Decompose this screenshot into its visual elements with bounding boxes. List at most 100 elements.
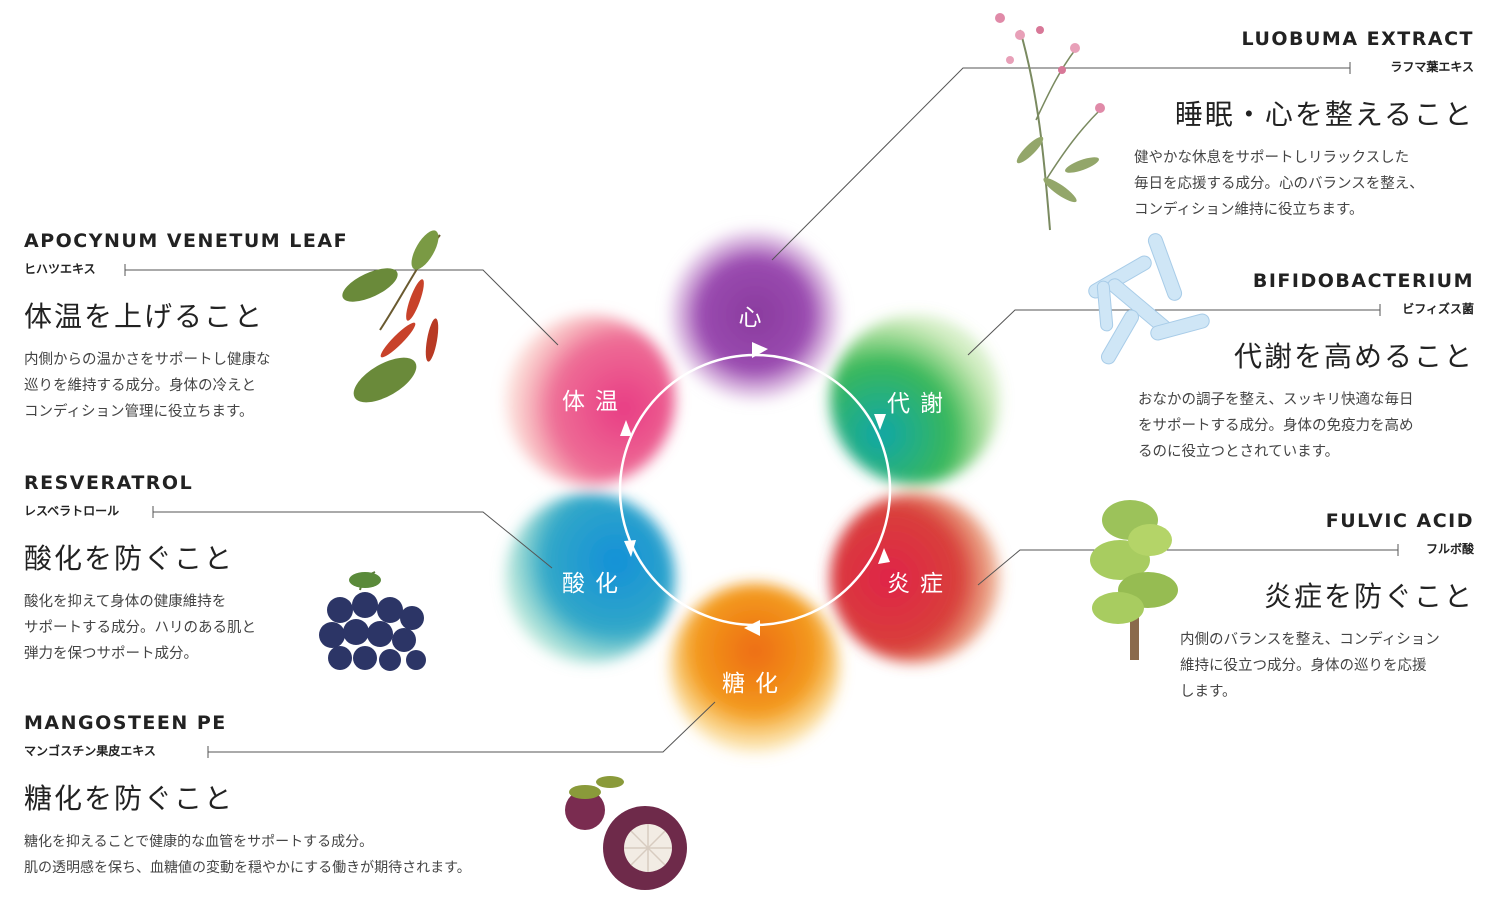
long-pepper-icon [342, 230, 441, 403]
ingredient-heading: 睡眠・心を整えること [1174, 98, 1474, 131]
grape [406, 650, 426, 670]
ingredient-description: 健やかな休息をサポートしリラックスした 毎日を応援する成分。心のバランスを整え、… [1134, 150, 1424, 218]
ingredient-apocynum: APOCYNUM VENETUM LEAF ヒハツエキス 体温を上げること 内側… [24, 230, 354, 425]
ingredient-name-jp: レスベラトロール [24, 504, 120, 518]
ingredient-description: 酸化を抑えて身体の健康維持を サポートする成分。ハリのある肌と 弾力を保つサポー… [24, 594, 256, 662]
ingredient-name-en: MANGOSTEEN PE [24, 712, 227, 734]
flower-bud [1015, 30, 1025, 40]
arrow-head [620, 420, 632, 436]
ingredient-name-en: BIFIDOBACTERIUM [1252, 270, 1474, 292]
grape [379, 649, 401, 671]
ingredient-name-en: LUOBUMA EXTRACT [1241, 28, 1474, 50]
arrow-head [752, 342, 768, 358]
circle-taisha [830, 315, 1000, 485]
bacterium-body [1147, 233, 1183, 301]
ingredient-name-en: APOCYNUM VENETUM LEAF [24, 230, 349, 252]
ingredient-fulvic: FULVIC ACID フルボ酸 炎症を防ぐこと 内側のバランスを整え、コンディ… [1154, 510, 1474, 705]
tree-foliage [1092, 592, 1144, 624]
grape [327, 597, 353, 623]
grape [367, 621, 393, 647]
ingredient-heading: 糖化を防ぐこと [24, 782, 235, 815]
pepper-leaf [411, 230, 439, 270]
ingredient-name-jp: ラフマ葉エキス [1390, 60, 1474, 74]
pepper-spike [425, 318, 439, 362]
leader-mangosteen [208, 701, 716, 753]
ingredient-bifido: BIFIDOBACTERIUM ビフィズス菌 代謝を高めること おなかの調子を整… [1114, 270, 1474, 465]
pepper-spike [406, 279, 424, 321]
grape-leaf [349, 572, 381, 588]
ingredient-name-jp: ヒハツエキス [24, 262, 96, 276]
ingredient-name-jp: フルボ酸 [1425, 542, 1474, 556]
pepper-leaf [353, 357, 417, 403]
flower-stem [1035, 49, 1076, 121]
grape [343, 619, 369, 645]
grape [353, 646, 377, 670]
ingredient-name-en: RESVERATROL [24, 472, 194, 494]
grapes-icon [319, 571, 426, 671]
arrow-head [878, 548, 890, 564]
bacterium-body [1150, 313, 1210, 341]
arrow-head [624, 540, 636, 557]
circle-ensho [830, 493, 1000, 663]
tree-foliage [1128, 524, 1172, 556]
pepper-leaf [342, 268, 398, 302]
flower-bud [1036, 26, 1044, 34]
ingredient-description: 糖化を抑えることで健康的な血管をサポートする成分。 肌の透明感を保ち、血糖値の変… [24, 834, 471, 876]
arrow-head [874, 414, 886, 430]
leader-resveratrol [153, 511, 553, 569]
flower-bud [995, 13, 1005, 23]
luobuma-flower-icon [995, 13, 1105, 231]
circle-label-kokoro: 心 [738, 305, 772, 331]
leader-apocynum [125, 269, 559, 346]
ingredient-mangosteen: MANGOSTEEN PE マンゴスチン果皮エキス 糖化を防ぐこと 糖化を抑える… [24, 712, 564, 881]
ingredient-description: 内側からの温かさをサポートし健康な 巡りを維持する成分。身体の冷えと コンディシ… [24, 352, 271, 420]
leader-bifido [967, 309, 1380, 356]
flower-stem [1019, 29, 1051, 231]
ingredient-description: おなかの調子を整え、スッキリ快適な毎日 をサポートする成分。身体の免疫力を高め … [1138, 392, 1414, 460]
grape [377, 597, 403, 623]
grape [328, 646, 352, 670]
circle-kokoro [670, 230, 840, 400]
ingredient-luobuma: LUOBUMA EXTRACT ラフマ葉エキス 睡眠・心を整えること 健やかな休… [1054, 28, 1474, 223]
circle-touka [670, 583, 840, 753]
circle-sanka [505, 493, 675, 663]
bacterium-body [1101, 309, 1139, 365]
flower-leaf [1064, 157, 1100, 173]
arrow-head [744, 620, 760, 636]
bacterium-body [1096, 280, 1114, 332]
ingredient-name-jp: マンゴスチン果皮エキス [24, 744, 156, 758]
flower-bud [1006, 56, 1014, 64]
leader-luobuma [771, 67, 1350, 261]
circle-label-sanka: 酸化 [562, 571, 628, 597]
fulvic-tree-icon [1090, 500, 1178, 660]
circle-label-ensho: 炎症 [887, 571, 953, 597]
circle-taion [505, 315, 675, 485]
mangosteen-icon [565, 776, 687, 890]
flower-bud [1070, 43, 1080, 53]
ingredient-heading: 酸化を防ぐこと [24, 542, 235, 575]
leader-fulvic [977, 549, 1398, 586]
ingredient-resveratrol: RESVERATROL レスベラトロール 酸化を防ぐこと 酸化を抑えて身体の健康… [24, 472, 324, 667]
cycle-arrows [620, 342, 890, 636]
leader-lines [124, 62, 1399, 758]
flower-stem [1045, 109, 1101, 181]
flower-bud [1058, 66, 1066, 74]
ingredient-heading: 炎症を防ぐこと [1263, 580, 1474, 613]
ingredient-description: 内側のバランスを整え、コンディション 維持に役立つ成分。身体の巡りを応援 します… [1180, 632, 1440, 700]
mangosteen-small [565, 790, 605, 830]
mangosteen-segments [624, 824, 672, 872]
flower-leaf [1016, 136, 1044, 164]
grape [352, 592, 378, 618]
circle-label-taisha: 代謝 [887, 391, 953, 417]
mangosteen-calyx [596, 776, 624, 788]
circle-label-touka: 糖化 [722, 671, 788, 697]
mangosteen-calyx [569, 785, 601, 799]
flower-leaf [1043, 177, 1077, 203]
pepper-spike [380, 322, 416, 358]
bifidobacterium-icon [1088, 233, 1210, 365]
grape [319, 622, 345, 648]
grape [400, 606, 424, 630]
ingredient-name-jp: ビフィズス菌 [1402, 302, 1474, 316]
